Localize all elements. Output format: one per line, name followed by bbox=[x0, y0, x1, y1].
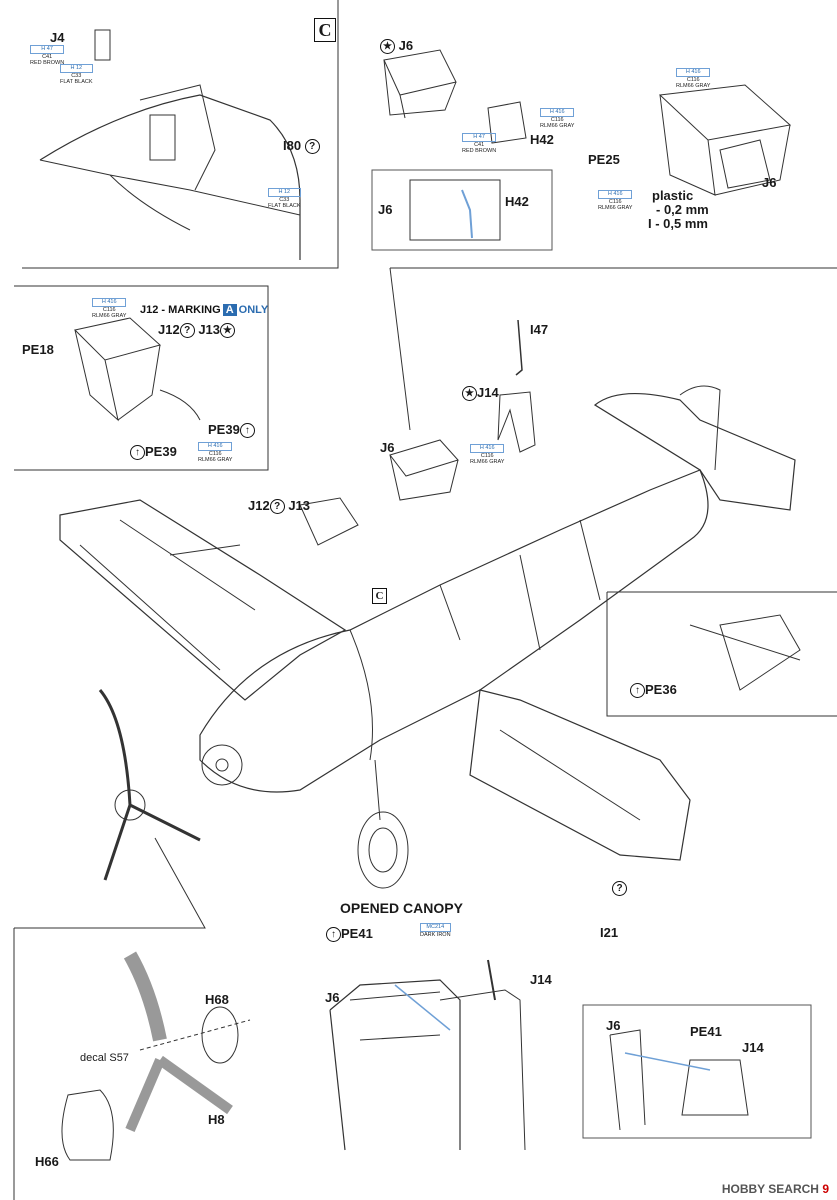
watermark: HOBBY SEARCH 9 bbox=[721, 1182, 829, 1196]
part-pe18-label: PE18 bbox=[22, 342, 54, 357]
part-h42-inset-label: H42 bbox=[505, 194, 529, 209]
question-circle-icon: ? bbox=[179, 323, 195, 339]
arrow-circle-icon: ↑ bbox=[239, 423, 255, 439]
arrow-circle-icon: ↑ bbox=[326, 927, 341, 943]
part-j6-right-label: J6 bbox=[762, 175, 777, 190]
part-i47-label: I47 bbox=[530, 322, 549, 337]
part-j14-label: ★J14 bbox=[462, 385, 499, 402]
star-circle-icon: ★ bbox=[462, 386, 477, 402]
decal-s57-label: decal S57 bbox=[80, 1052, 129, 1064]
part-j4-label: J4 bbox=[50, 30, 65, 45]
part-j12-j13-label-b: J12? J13 bbox=[248, 498, 311, 515]
part-pe41-br-label: PE41 bbox=[690, 1024, 722, 1039]
part-j6-br-label: J6 bbox=[606, 1018, 621, 1033]
section-c-marker: C bbox=[314, 18, 336, 42]
plastic-note-line1: plastic bbox=[652, 188, 694, 203]
part-j6-inset-label: J6 bbox=[378, 202, 393, 217]
arrow-circle-icon: ↑ bbox=[130, 445, 145, 461]
part-pe25-label: PE25 bbox=[588, 152, 620, 167]
part-h8-label: H8 bbox=[208, 1112, 225, 1127]
part-j6-bottom-label: J6 bbox=[325, 990, 340, 1005]
part-j6-top-label: ★ J6 bbox=[380, 38, 413, 55]
plastic-note-line3: I - 0,5 mm bbox=[648, 216, 708, 231]
section-c-pointer: C bbox=[372, 588, 387, 604]
question-circle-icon: ? bbox=[612, 881, 627, 897]
arrow-circle-icon: ↑ bbox=[630, 683, 645, 699]
star-circle-icon: ★ bbox=[380, 39, 395, 55]
question-circle-icon: ? bbox=[269, 499, 285, 515]
part-j14-bottom-label: J14 bbox=[530, 972, 552, 987]
part-i80-label: I80 ? bbox=[283, 138, 320, 155]
part-j6-mid-label: J6 bbox=[380, 440, 395, 455]
part-pe39-right-label: PE39↑ bbox=[208, 422, 255, 439]
part-j12-j13-label-a: J12? J13★ bbox=[158, 322, 236, 339]
plastic-note-line2: - 0,2 mm bbox=[656, 202, 709, 217]
part-h68-label: H68 bbox=[205, 992, 229, 1007]
part-pe39-left-label: ↑PE39 bbox=[130, 444, 177, 461]
question-circle-icon: ? bbox=[304, 139, 320, 155]
part-pe36-label: ↑PE36 bbox=[630, 682, 677, 699]
star-circle-icon: ★ bbox=[220, 323, 236, 339]
part-h66-label: H66 bbox=[35, 1154, 59, 1169]
part-h42-top-label: H42 bbox=[530, 132, 554, 147]
opened-canopy-title: OPENED CANOPY bbox=[340, 900, 463, 916]
part-pe41-label: ↑PE41 bbox=[326, 926, 373, 943]
part-i21-label: I21 bbox=[600, 925, 619, 940]
part-i21-question: ? bbox=[612, 880, 627, 897]
part-j14-br-label: J14 bbox=[742, 1040, 764, 1055]
